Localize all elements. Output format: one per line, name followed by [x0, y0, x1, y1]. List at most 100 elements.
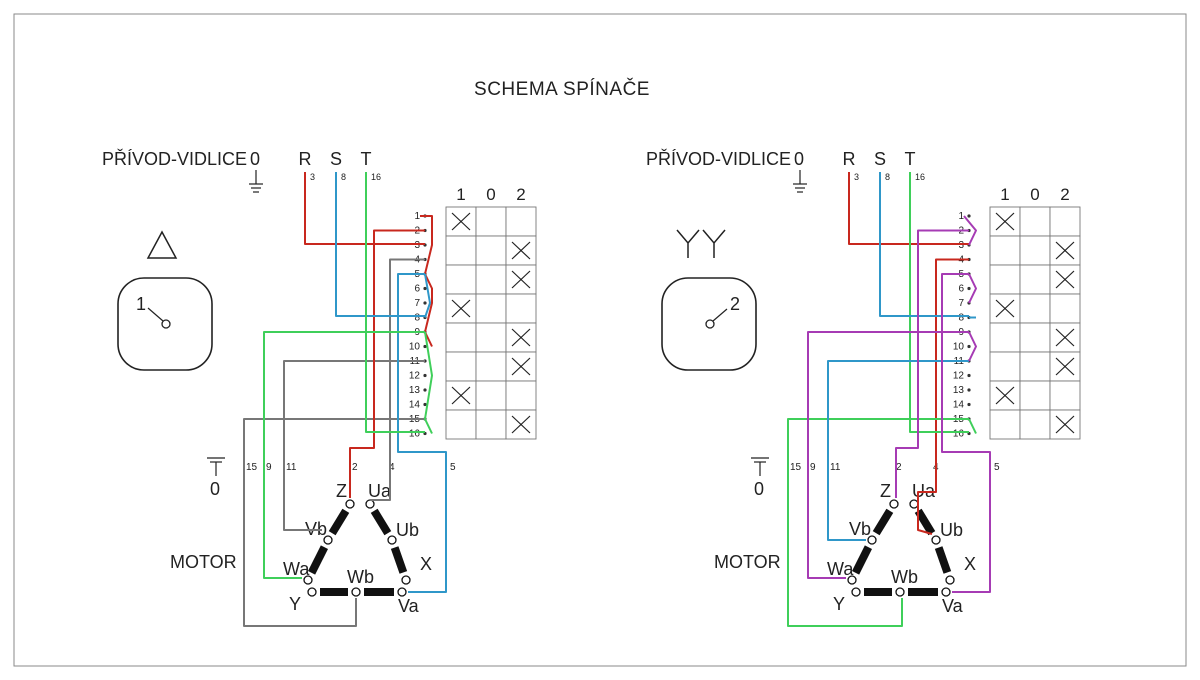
- coil-z-vb: [328, 508, 350, 536]
- switch-table-cell: [1019, 293, 1051, 324]
- wire-number-label: 5: [450, 462, 456, 473]
- terminal-number: 7: [414, 298, 420, 309]
- terminal-number: 8: [958, 313, 964, 324]
- terminal-dot: [423, 402, 427, 407]
- schematic-title: SCHEMA SPÍNAČE: [474, 78, 650, 100]
- switch-table-cell: [445, 322, 477, 353]
- wire-number-label: 9: [266, 462, 272, 473]
- node-x: [401, 575, 411, 585]
- node-z: [889, 499, 899, 509]
- terminal-dot: [967, 373, 971, 378]
- switch-table-cell: [505, 293, 537, 324]
- switch-table-cell: [1019, 322, 1051, 353]
- node-label-vb: Vb: [849, 519, 871, 539]
- table-header: 1: [1000, 185, 1009, 204]
- switch-table-cell: [1049, 293, 1081, 324]
- switch-table-cell: [1019, 409, 1051, 440]
- switch-table-cell: [445, 235, 477, 266]
- terminal-number: 10: [953, 342, 965, 353]
- switch-bridge-green: [424, 331, 433, 434]
- phase-terminal-number: 8: [885, 172, 890, 182]
- wire-4-motor: [917, 258, 969, 535]
- node-label-y: Y: [289, 594, 301, 614]
- node-va: [397, 587, 407, 597]
- phase-terminal-number: 3: [310, 172, 315, 182]
- wire-2-motor: [895, 229, 969, 498]
- switch-table-cell: [1019, 351, 1051, 382]
- phase-label: R: [843, 149, 856, 169]
- node-label-ub: Ub: [396, 520, 419, 540]
- phase-label: R: [299, 149, 312, 169]
- selector-pivot: [161, 319, 171, 329]
- node-label-ub: Ub: [940, 520, 963, 540]
- coil-vb-wa: [851, 545, 873, 575]
- switch-table-cell: [475, 264, 507, 295]
- coil-ub-x: [934, 546, 952, 574]
- motor-label: MOTOR: [170, 552, 237, 572]
- wire-phase-t: [365, 172, 425, 433]
- switch-table-cell: [475, 322, 507, 353]
- terminal-dot: [423, 373, 427, 378]
- terminal-dot: [967, 402, 971, 407]
- terminal-dot: [967, 344, 971, 349]
- coil-ua-ub: [914, 508, 936, 536]
- terminal-number: 7: [958, 298, 964, 309]
- switch-table-cell: [475, 409, 507, 440]
- terminal-number: 1: [414, 211, 420, 222]
- terminal-number: 12: [953, 371, 965, 382]
- node-label-z: Z: [880, 481, 891, 501]
- cross-mark: [1055, 241, 1075, 260]
- cross-mark: [995, 212, 1015, 231]
- table-header: 0: [486, 185, 495, 204]
- terminal-dot: [967, 214, 971, 218]
- phase-terminal-number: 16: [915, 172, 925, 182]
- cross-mark: [511, 241, 531, 260]
- node-label-ua: Ua: [368, 481, 392, 501]
- terminal-dot: [423, 388, 427, 392]
- motor-label: MOTOR: [714, 552, 781, 572]
- switch-bridge-green: [968, 418, 977, 434]
- terminal-dot: [967, 388, 971, 392]
- terminal-dot: [423, 344, 427, 349]
- drawing-frame: [13, 13, 1187, 667]
- node-label-va: Va: [942, 596, 964, 616]
- node-label-va: Va: [398, 596, 420, 616]
- node-ua: [365, 499, 375, 509]
- node-x: [945, 575, 955, 585]
- switch-table-cell: [989, 409, 1021, 440]
- node-wb: [895, 587, 905, 597]
- coil-vb-wa: [307, 545, 329, 575]
- switch-table-cell: [1049, 380, 1081, 411]
- switch-table-cell: [475, 206, 507, 237]
- terminal-number: 8: [414, 313, 420, 324]
- wire-2-motor: [349, 229, 425, 498]
- cross-mark: [1055, 270, 1075, 289]
- table-header: 1: [456, 185, 465, 204]
- phase-label: S: [330, 149, 342, 169]
- terminal-dot: [967, 286, 971, 291]
- switch-table-cell: [445, 351, 477, 382]
- node-label-wa: Wa: [827, 559, 854, 579]
- switch-table-cell: [445, 264, 477, 295]
- switch-table-cell: [475, 235, 507, 266]
- wire-11-motor: [827, 360, 969, 541]
- switch-table-cell: [475, 351, 507, 382]
- wire-5-motor: [941, 273, 991, 593]
- cross-mark: [511, 328, 531, 347]
- wire-11-thin: [283, 360, 425, 531]
- terminal-number: 3: [958, 240, 964, 251]
- node-ua: [909, 499, 919, 509]
- switch-table-cell: [1019, 264, 1051, 295]
- supply-label: PŘÍVOD-VIDLICE: [102, 149, 247, 169]
- wire-phase-s: [335, 172, 425, 317]
- wire-15-thin: [243, 418, 425, 627]
- wire-15-motor: [787, 418, 969, 627]
- wire-number-label: 2: [896, 462, 902, 473]
- node-ub: [387, 535, 397, 545]
- terminal-number: 13: [409, 385, 421, 396]
- supply-label: PŘÍVOD-VIDLICE: [646, 149, 791, 169]
- switch-table-cell: [505, 206, 537, 237]
- switch-bridge-purple-2: [968, 273, 977, 304]
- table-header: 2: [1060, 185, 1069, 204]
- cross-mark: [451, 299, 471, 318]
